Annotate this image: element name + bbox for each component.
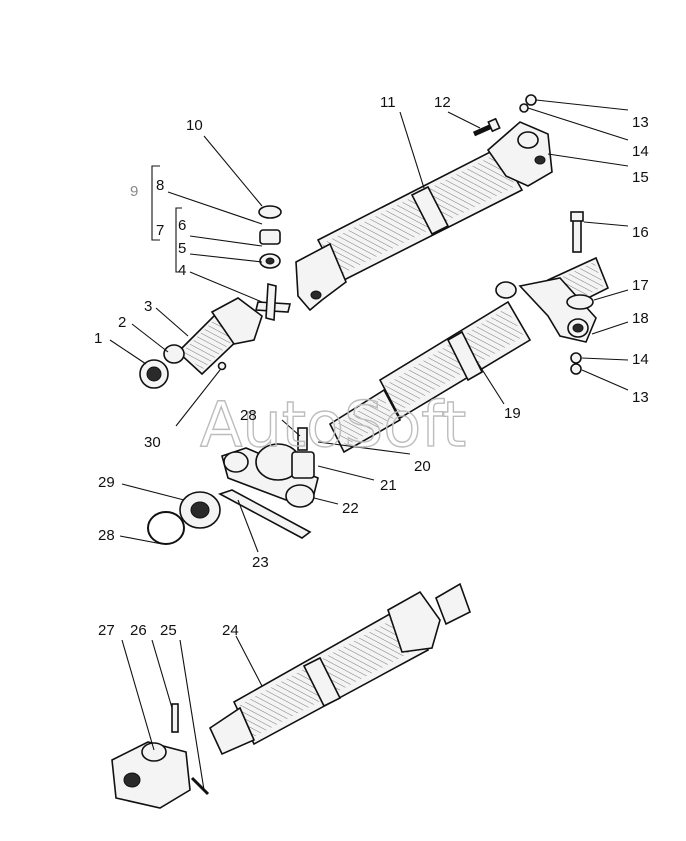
label-26: 26 bbox=[130, 622, 147, 639]
driveshaft-upper bbox=[295, 121, 553, 312]
label-15: 15 bbox=[632, 169, 649, 186]
leader-lines bbox=[109, 99, 629, 791]
label-8: 8 bbox=[156, 177, 164, 194]
label-13: 13 bbox=[632, 114, 649, 131]
label-27: 27 bbox=[98, 622, 115, 639]
label-3: 3 bbox=[144, 298, 152, 315]
label-1: 1 bbox=[94, 330, 102, 347]
label-14: 14 bbox=[632, 143, 649, 160]
nut-13b bbox=[570, 363, 582, 375]
nut-13 bbox=[525, 94, 537, 106]
washer-17 bbox=[566, 294, 594, 310]
label-12: 12 bbox=[434, 94, 451, 111]
driveshaft-lower bbox=[111, 582, 471, 809]
label-24: 24 bbox=[222, 622, 239, 639]
label-11: 11 bbox=[380, 94, 396, 111]
label-9: 9 bbox=[130, 183, 138, 200]
label-6: 6 bbox=[178, 217, 186, 234]
callout-labels: 1 2 3 4 5 6 7 8 9 10 11 12 13 14 15 16 1… bbox=[94, 94, 649, 639]
intermediate-support bbox=[147, 427, 319, 545]
bolt-12 bbox=[472, 117, 501, 137]
driveshaft-middle bbox=[328, 256, 610, 454]
label-20: 20 bbox=[414, 458, 431, 475]
label-17: 17 bbox=[632, 277, 649, 294]
label-22: 22 bbox=[342, 500, 359, 517]
watermark-text: AutoSoft bbox=[200, 388, 466, 461]
label-18: 18 bbox=[632, 310, 649, 327]
washer-14 bbox=[519, 103, 529, 113]
label-7: 7 bbox=[156, 222, 164, 239]
label-28b: 28 bbox=[240, 407, 257, 424]
label-21: 21 bbox=[380, 477, 397, 494]
label-28: 28 bbox=[98, 527, 115, 544]
bolt-16 bbox=[570, 211, 584, 253]
label-2: 2 bbox=[118, 314, 126, 331]
label-16: 16 bbox=[632, 224, 649, 241]
label-19: 19 bbox=[504, 405, 521, 422]
label-5: 5 bbox=[178, 240, 186, 257]
label-14b: 14 bbox=[632, 351, 649, 368]
label-25: 25 bbox=[160, 622, 177, 639]
washer-14b bbox=[570, 352, 582, 364]
label-23: 23 bbox=[252, 554, 269, 571]
label-13b: 13 bbox=[632, 389, 649, 406]
label-29: 29 bbox=[98, 474, 115, 491]
label-30: 30 bbox=[144, 434, 161, 451]
label-4: 4 bbox=[178, 262, 186, 279]
universal-joint-assembly bbox=[139, 205, 292, 389]
label-10: 10 bbox=[186, 117, 203, 134]
